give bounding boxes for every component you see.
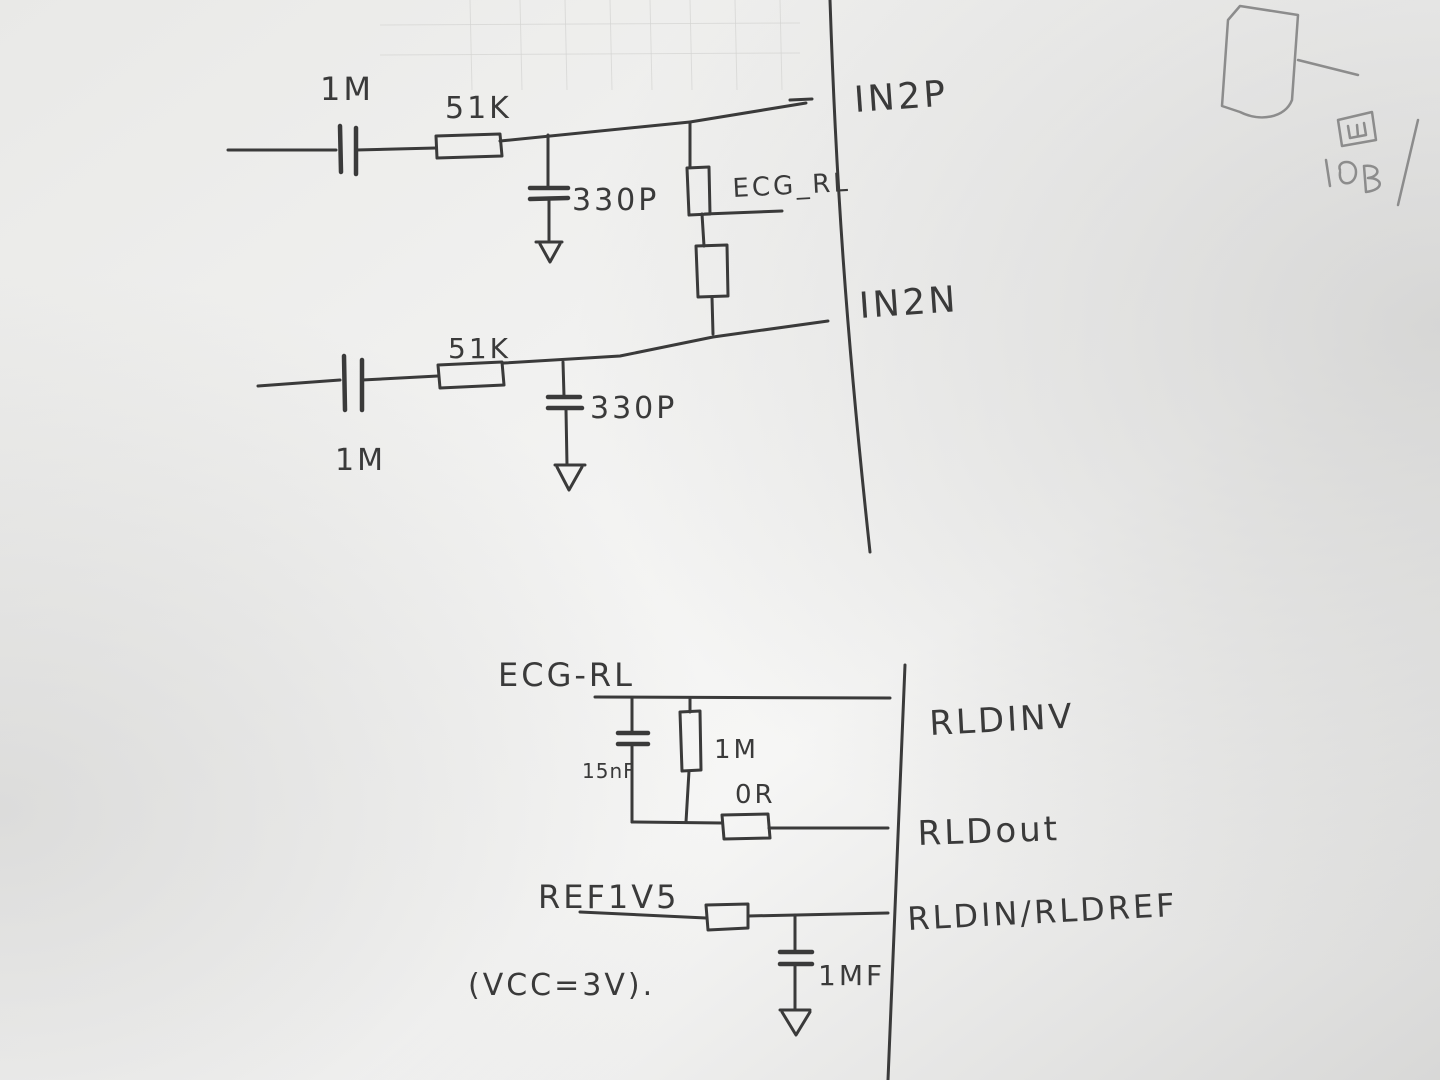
doodle-line (1296, 58, 1360, 77)
resistor-in2p-series (434, 132, 504, 160)
label-feedback-cap: 15nF (582, 759, 636, 783)
label-in2p-series-res: 51K (445, 91, 512, 126)
label-supply-note: (VCC=3V). (468, 968, 655, 1003)
wire-in2n-input (256, 378, 342, 388)
connector-bar-top (828, 0, 872, 554)
margin-doodle (1220, 4, 1420, 207)
resistor-in2n-series (436, 360, 506, 390)
grid-line (564, 0, 568, 91)
grid-line (379, 52, 801, 56)
capacitor-in2n-coupling-plate-a (341, 353, 348, 413)
wire-in2n-filter-drop (561, 360, 566, 398)
label-ref-net: REF1V5 (538, 878, 679, 916)
label-ecg-rl-net: ECG-RL (498, 656, 635, 694)
connector-bar-bottom (886, 663, 907, 1080)
grid-line (649, 0, 653, 91)
wire-divider-mid (700, 212, 706, 248)
input-network: 1M 51K 330P ECG_RL IN2P IN2N 51K 330P 1M (226, 0, 960, 554)
wire-ref-left (578, 910, 708, 920)
wire-feedback-res-bottom (684, 769, 691, 824)
label-in2p-pin: IN2P (853, 74, 950, 121)
grid-line (609, 0, 613, 91)
resistor-ref (704, 902, 750, 932)
label-feedback-res: 1M (714, 735, 759, 765)
ground-icon (778, 1008, 812, 1037)
resistor-series-0r (720, 812, 772, 841)
grid-line (689, 0, 693, 91)
wire-rldinv (593, 695, 892, 700)
label-in2n-series-res: 51K (448, 332, 511, 365)
grid-line (734, 0, 738, 91)
label-rldinv-pin: RLDINV (928, 696, 1075, 744)
label-series-res: 0R (735, 780, 776, 810)
paper-grid (379, 0, 801, 91)
label-in2p-filter-cap: 330P (572, 183, 659, 218)
doodle-box-mark (1346, 121, 1368, 140)
grid-line (779, 0, 783, 91)
capacitor-in2p-coupling-plate-a (337, 123, 344, 175)
resistor-divider-lower (694, 243, 730, 299)
label-ecg-rl-tap: ECG_RL (732, 168, 852, 204)
wire-ref-right (746, 911, 890, 918)
grid-line (379, 22, 801, 26)
doodle-box (1336, 110, 1378, 148)
ground-icon (553, 463, 587, 492)
label-rldout-pin: RLDout (917, 809, 1061, 854)
label-in2n-pin: IN2N (858, 279, 960, 327)
wire-in2n-node (502, 319, 830, 365)
label-ref-cap: 1MF (818, 959, 885, 992)
wire-in2p-stub (788, 97, 814, 102)
ground-icon (534, 240, 564, 264)
wire-divider-bottom (710, 295, 715, 336)
wire-in2n-cap-to-res (360, 374, 440, 382)
resistor-feedback (678, 709, 703, 773)
label-in2n-filter-cap: 330P (590, 391, 677, 426)
doodle-scribble (1324, 158, 1381, 194)
wire-ecg-rl-tap (703, 209, 784, 216)
wire-in2n-filter-ground (564, 408, 569, 467)
wire-in2p-cap-to-res (354, 146, 438, 152)
label-in2p-coupling-cap: 1M (320, 70, 374, 108)
grid-line (519, 0, 523, 91)
wire-rldout-left (630, 820, 724, 825)
label-in2n-coupling-cap: 1M (335, 443, 386, 478)
doodle-slash (1396, 118, 1420, 207)
grid-line (469, 0, 473, 91)
doodle-d-shape (1220, 4, 1300, 119)
